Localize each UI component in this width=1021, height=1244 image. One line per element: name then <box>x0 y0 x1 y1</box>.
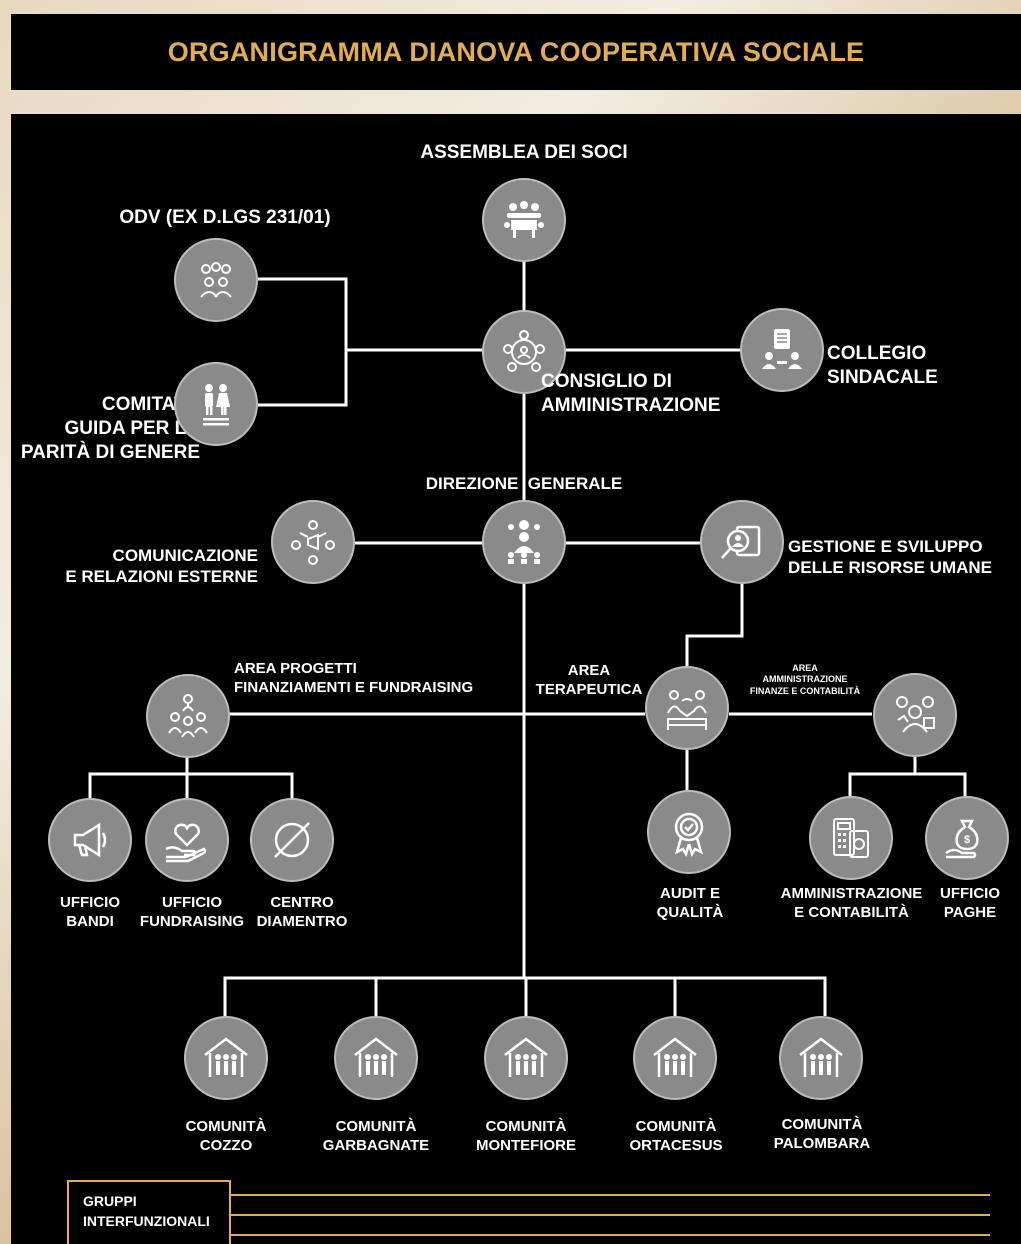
community-house-icon <box>799 1037 843 1077</box>
gruppi-line <box>231 1214 990 1216</box>
project-team-icon <box>168 694 208 738</box>
community-house-icon <box>204 1037 248 1077</box>
ufficio-bandi-node <box>48 798 132 882</box>
consiglio-label: CONSIGLIO DI AMMINISTRAZIONE <box>541 371 721 416</box>
megaphone-network-icon <box>291 520 335 565</box>
megaphone-icon <box>73 822 107 858</box>
director-gears-icon <box>508 520 540 564</box>
ufficio-fundraising-node <box>145 798 229 882</box>
gruppi-line <box>231 1194 990 1196</box>
svg-text:$: $ <box>964 834 970 846</box>
comunicazione-label: COMUNICAZIONE E RELAZIONI ESTERNE <box>65 546 258 587</box>
collegio-node <box>740 308 824 392</box>
risorse-umane-label: GESTIONE E SVILUPPO DELLE RISORSE UMANE <box>788 537 993 578</box>
assemblea-label: ASSEMBLEA DEI SOCI <box>420 142 628 163</box>
comunita-garbagnate-label: COMUNITÀ GARBAGNATE <box>322 1118 430 1154</box>
finance-person-icon <box>896 696 935 733</box>
audit-label: AUDIT E QUALITÀ <box>656 885 724 921</box>
community-house-icon <box>653 1037 697 1077</box>
comitato-label: COMITATO GUIDA PER LA PARITÀ DI GENERE <box>20 394 200 463</box>
community-house-icon <box>354 1037 398 1077</box>
odv-node <box>174 238 258 322</box>
direzione-node <box>482 500 566 584</box>
consiglio-node <box>482 310 566 394</box>
comunita-cozzo-node <box>184 1016 268 1100</box>
area-progetti-node <box>146 674 230 758</box>
amministrazione-node <box>809 796 893 880</box>
audit-node <box>647 790 731 874</box>
diameter-icon <box>274 822 310 858</box>
gender-equality-icon <box>203 384 230 426</box>
area-progetti-label: AREA PROGETTI FINANZIAMENTI E FUNDRAISIN… <box>234 660 474 696</box>
gruppi-interfunzionali-label: GRUPPI INTERFUNZIONALI <box>83 1193 210 1229</box>
comunita-palombara-label: COMUNITÀ PALOMBARA <box>773 1116 871 1152</box>
page-title: ORGANIGRAMMA DIANOVA COOPERATIVA SOCIALE <box>167 36 865 67</box>
area-terapeutica-label: AREA TERAPEUTICA <box>535 662 643 698</box>
comunita-montefiore-label: COMUNITÀ MONTEFIORE <box>476 1118 576 1154</box>
title-bar: ORGANIGRAMMA DIANOVA COOPERATIVA SOCIALE <box>11 14 1021 90</box>
risorse-umane-node <box>700 500 784 584</box>
document-people-icon <box>762 329 802 369</box>
gruppi-line <box>231 1234 990 1236</box>
centro-diamentro-node <box>250 798 334 882</box>
meeting-table-icon <box>504 201 544 238</box>
ufficio-fundraising-label: UFFICIO FUNDRAISING <box>139 894 245 930</box>
odv-label: ODV (EX D.LGS 231/01) <box>119 207 331 228</box>
area-terapeutica-node <box>645 666 729 750</box>
heart-hand-icon <box>165 823 207 863</box>
area-amministrazione-label: AREA AMMINISTRAZIONE FINANZE E CONTABILI… <box>749 663 861 696</box>
direzione-label: DIREZIONE GENERALE <box>425 474 623 493</box>
amministrazione-label: AMMINISTRAZIONE E CONTABILITÀ <box>780 885 923 921</box>
centro-diamentro-label: CENTRO DIAMENTRO <box>256 894 348 930</box>
comitato-node <box>174 362 258 446</box>
comunita-palombara-node <box>779 1016 863 1100</box>
comunita-montefiore-node <box>484 1016 568 1100</box>
search-profile-icon <box>721 525 761 559</box>
comunita-ortacesus-label: COMUNITÀ ORTACESUS <box>629 1118 723 1154</box>
ufficio-bandi-label: UFFICIO BANDI <box>60 894 120 930</box>
comunita-ortacesus-node <box>633 1016 717 1100</box>
area-amministrazione-node <box>873 673 957 757</box>
paghe-node: $ <box>925 796 1009 880</box>
assemblea-node <box>482 178 566 262</box>
community-house-icon <box>504 1037 548 1077</box>
paghe-label: UFFICIO PAGHE <box>940 885 1000 921</box>
group-people-icon <box>200 262 232 298</box>
therapy-hands-icon <box>667 690 707 730</box>
comunita-cozzo-label: COMUNITÀ COZZO <box>185 1118 267 1154</box>
calculator-document-icon <box>833 818 869 858</box>
comunicazione-node <box>271 500 355 584</box>
money-bag-hand-icon: $ <box>945 819 979 859</box>
gruppi-interfunzionali-box: GRUPPI INTERFUNZIONALI <box>67 1180 231 1244</box>
comunita-garbagnate-node <box>334 1016 418 1100</box>
collegio-label: COLLEGIO SINDACALE <box>827 343 938 388</box>
quality-badge-icon <box>674 812 704 857</box>
board-network-icon <box>503 330 545 372</box>
